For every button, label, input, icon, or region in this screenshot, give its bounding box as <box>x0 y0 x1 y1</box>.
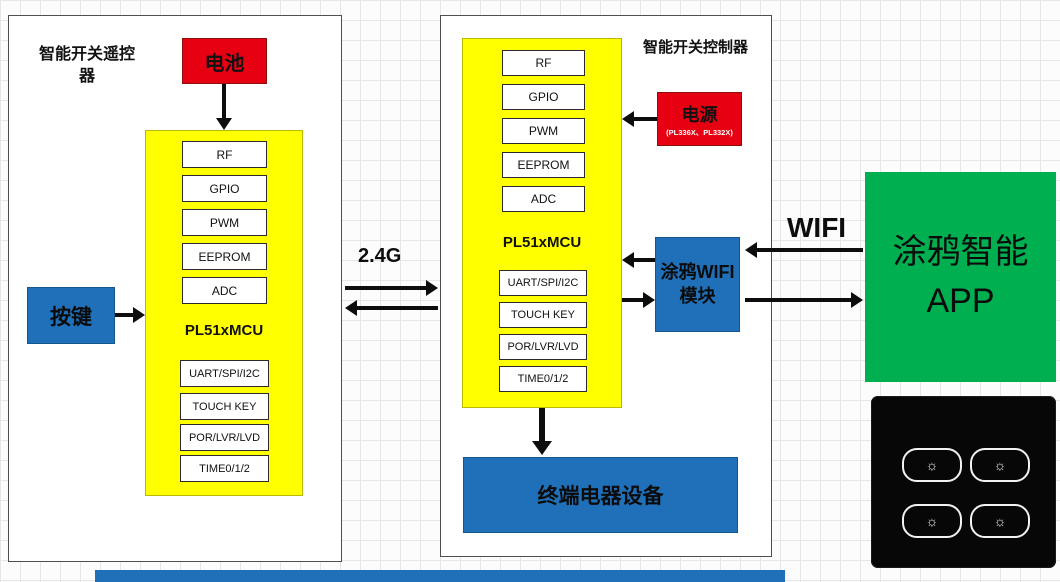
light-icon: ☼ <box>925 457 939 473</box>
controller-block-uart: UART/SPI/I2C <box>499 270 587 296</box>
arrow-battery-to-mcu <box>222 84 226 118</box>
controller-mcu-name: PL51xMCU <box>502 234 582 251</box>
wifi-module-box: 涂鸦WIFI模块 <box>655 237 740 332</box>
switch-button-3: ☼ <box>902 504 962 538</box>
light-icon: ☼ <box>993 457 1007 473</box>
switch-panel-photo: ☼ ☼ ☼ ☼ <box>871 396 1056 568</box>
rf-link-label: 2.4G <box>358 245 402 267</box>
arrow-key-to-mcu <box>115 313 133 317</box>
tuya-app-label-line1: 涂鸦智能 <box>892 232 1029 271</box>
arrow-mcu-to-terminal <box>539 408 545 443</box>
wifi-link-label: WIFI <box>787 212 847 243</box>
controller-block-adc: ADC <box>502 186 585 212</box>
battery-box: 电池 <box>182 38 267 84</box>
remote-block-uart: UART/SPI/I2C <box>180 360 269 387</box>
remote-block-eeprom: EEPROM <box>182 243 267 270</box>
arrow-power-to-mcu <box>634 117 657 121</box>
light-icon: ☼ <box>925 513 939 529</box>
arrow-2_4g-left <box>357 306 438 310</box>
remote-block-adc: ADC <box>182 277 267 304</box>
controller-block-pwm: PWM <box>502 118 585 144</box>
controller-panel-title: 智能开关控制器 <box>642 39 748 56</box>
controller-block-touch: TOUCH KEY <box>499 302 587 328</box>
controller-block-por: POR/LVR/LVD <box>499 334 587 360</box>
remote-block-rf: RF <box>182 141 267 168</box>
arrow-app-to-controller <box>757 248 863 252</box>
remote-block-gpio: GPIO <box>182 175 267 202</box>
power-label: 电源 <box>681 105 718 126</box>
arrow-controller-to-app <box>745 298 851 302</box>
controller-block-timer: TIME0/1/2 <box>499 366 587 392</box>
light-icon: ☼ <box>993 513 1007 529</box>
remote-panel-title: 智能开关遥控器 <box>38 46 135 85</box>
arrow-wifi-to-mcu <box>634 258 655 262</box>
power-models-label: (PL336X、PL332X) <box>666 128 733 138</box>
switch-button-4: ☼ <box>970 504 1030 538</box>
remote-block-touch: TOUCH KEY <box>180 393 269 420</box>
terminal-device-box: 终端电器设备 <box>463 457 738 533</box>
tuya-app-label-line2: APP <box>926 282 995 320</box>
power-box: 电源 (PL336X、PL332X) <box>657 92 742 146</box>
controller-block-eeprom: EEPROM <box>502 152 585 178</box>
tuya-app-box: 涂鸦智能 APP <box>865 172 1056 382</box>
remote-block-pwm: PWM <box>182 209 267 236</box>
switch-button-1: ☼ <box>902 448 962 482</box>
remote-block-por: POR/LVR/LVD <box>180 424 269 451</box>
remote-block-timer: TIME0/1/2 <box>180 455 269 482</box>
bottom-strip <box>95 570 785 582</box>
arrow-2_4g-right <box>345 286 426 290</box>
controller-block-gpio: GPIO <box>502 84 585 110</box>
key-button-box: 按键 <box>27 287 115 344</box>
controller-block-rf: RF <box>502 50 585 76</box>
remote-mcu-name: PL51xMCU <box>184 322 264 339</box>
switch-button-2: ☼ <box>970 448 1030 482</box>
arrow-mcu-to-wifi <box>622 298 643 302</box>
